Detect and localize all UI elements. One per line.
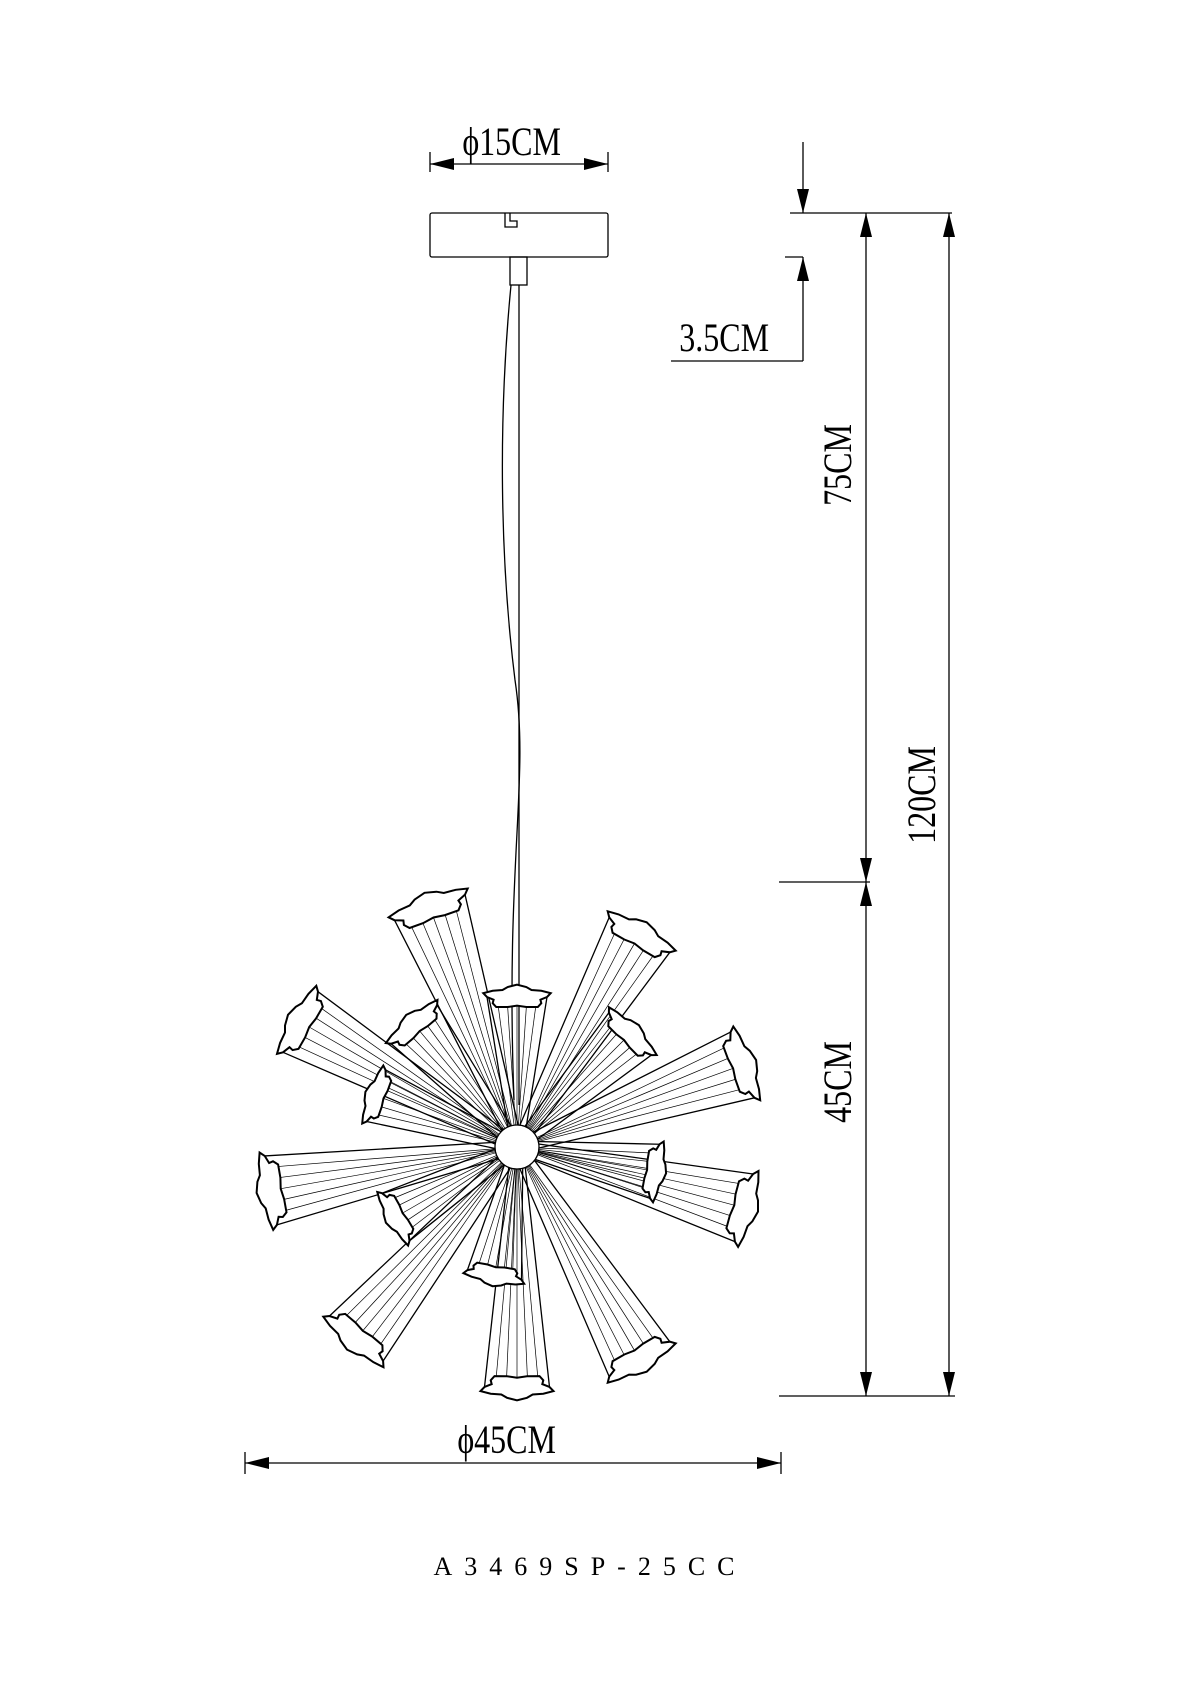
petal-shade [511,1143,678,1385]
total-height-label: 120CM [899,746,944,844]
canopy [429,212,609,258]
petal-shade [275,983,521,1153]
drop-length-label: 75CM [815,424,860,506]
petal-shade [514,1024,762,1154]
petal-shade [481,983,553,1148]
petal-shade [515,1140,760,1249]
petal-shade [512,1005,659,1152]
body-diameter-label: ϕ45CM [457,1417,556,1462]
petal-shade [375,1141,521,1248]
petal-shade [321,1142,523,1369]
power-cable [501,284,521,1101]
petal-shade [361,1063,520,1154]
body-height-label: 45CM [815,1041,860,1123]
canopy-diameter-label: ϕ15CM [462,119,561,164]
canopy-height-label: 3.5CM [679,315,770,360]
petal-shade [515,1139,668,1205]
petal-shade [384,998,523,1152]
center-hub [494,1124,540,1170]
petal-shade [255,1140,519,1232]
petal-shade [511,909,678,1151]
pendant-flower-body [255,887,762,1402]
model-number: A3469SP-25CC [433,1552,747,1581]
canopy-stem [509,256,528,286]
canopy-hook [504,213,518,228]
